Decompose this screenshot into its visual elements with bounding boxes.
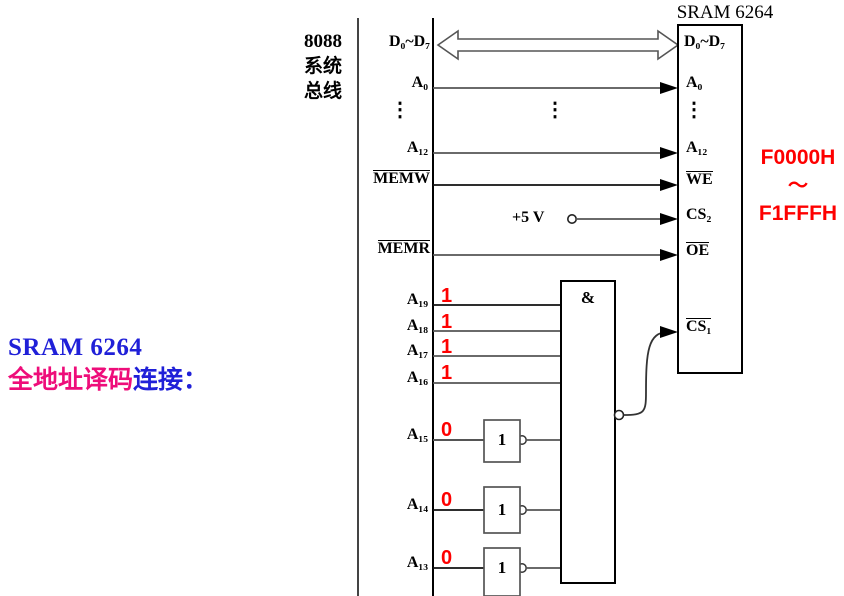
wire-a0	[433, 82, 678, 94]
bus-label-memw: MEMW	[373, 170, 430, 187]
bus-label-a14: A₁₄	[406, 496, 428, 513]
bit-value-a13: 0	[441, 547, 453, 569]
bit-value-a14: 0	[441, 489, 453, 511]
wire-and-output-cs1	[613, 326, 678, 421]
bus-title-line2: 系统	[303, 55, 342, 77]
inverter-symbol-a13: 1	[497, 558, 507, 577]
caption-line2-part2: 连接：	[133, 365, 209, 394]
bus-vertical-dots: ⋮	[390, 99, 410, 121]
bus-label-memr: MEMR	[377, 240, 430, 257]
bus-label-a15: A₁₅	[406, 426, 428, 443]
bus-label-a18: A₁₈	[406, 317, 428, 334]
chip-pin-oe: OE	[686, 242, 710, 259]
bus-label-a13: A₁₃	[406, 554, 428, 571]
bus-label-a16: A₁₆	[406, 369, 428, 386]
bus-label-a12: A₁₂	[406, 139, 428, 156]
bus-title: 8088 系统 总线	[293, 29, 353, 104]
inverter-box-a14	[483, 486, 521, 534]
address-range: F0000H ～ F1FFFH	[752, 143, 844, 229]
bit-value-a16: 1	[441, 362, 453, 384]
address-range-tilde: ～	[788, 175, 808, 197]
caption-block: SRAM 6264 全地址译码连接：	[8, 332, 288, 397]
address-range-end: F1FFFH	[758, 202, 838, 225]
bit-value-a17: 1	[441, 336, 453, 358]
chip-pin-d0-d7: D₀~D₇	[684, 33, 726, 50]
bus-title-line1: 8088	[304, 31, 342, 52]
wire-vcc-cs2	[566, 213, 678, 225]
wire-memw-we	[433, 179, 678, 191]
wire-memr-oe	[433, 249, 678, 261]
and-gate-box	[560, 280, 616, 584]
power-label-5v: +5 V	[512, 209, 545, 226]
chip-title: SRAM 6264	[676, 2, 774, 23]
bit-value-a18: 1	[441, 311, 453, 333]
chip-pin-we: WE	[686, 171, 713, 188]
caption-line2-part1: 全地址译码	[8, 365, 134, 394]
address-range-start: F0000H	[760, 146, 836, 169]
bus-title-line3: 总线	[303, 80, 342, 102]
data-bus-arrow	[436, 29, 680, 61]
chip-pin-a12: A₁₂	[686, 139, 708, 156]
bus-label-a19: A₁₉	[406, 291, 428, 308]
and-gate-symbol: &	[580, 288, 596, 307]
bit-value-a19: 1	[441, 285, 453, 307]
bus-label-a0: A₀	[411, 74, 428, 91]
sram-chip-box	[677, 24, 743, 374]
inverter-box-a13	[483, 547, 521, 596]
bus-label-d0-d7: D₀~D₇	[388, 33, 430, 50]
wire-a12	[433, 147, 678, 159]
inverter-symbol-a14: 1	[497, 500, 507, 519]
inverter-box-a15	[483, 419, 521, 463]
chip-pin-vertical-dots: ⋮	[684, 99, 704, 121]
caption-line1: SRAM 6264	[8, 334, 143, 361]
inverter-symbol-a15: 1	[497, 430, 507, 449]
bus-label-a17: A₁₇	[406, 342, 428, 359]
wire-area-vertical-dots: ⋮	[545, 99, 565, 121]
chip-pin-a0: A₀	[686, 74, 703, 91]
bit-value-a15: 0	[441, 419, 453, 441]
chip-pin-cs2: CS₂	[686, 206, 712, 223]
chip-pin-cs1: CS₁	[686, 318, 712, 335]
caption-line2: 全地址译码连接：	[8, 364, 288, 397]
